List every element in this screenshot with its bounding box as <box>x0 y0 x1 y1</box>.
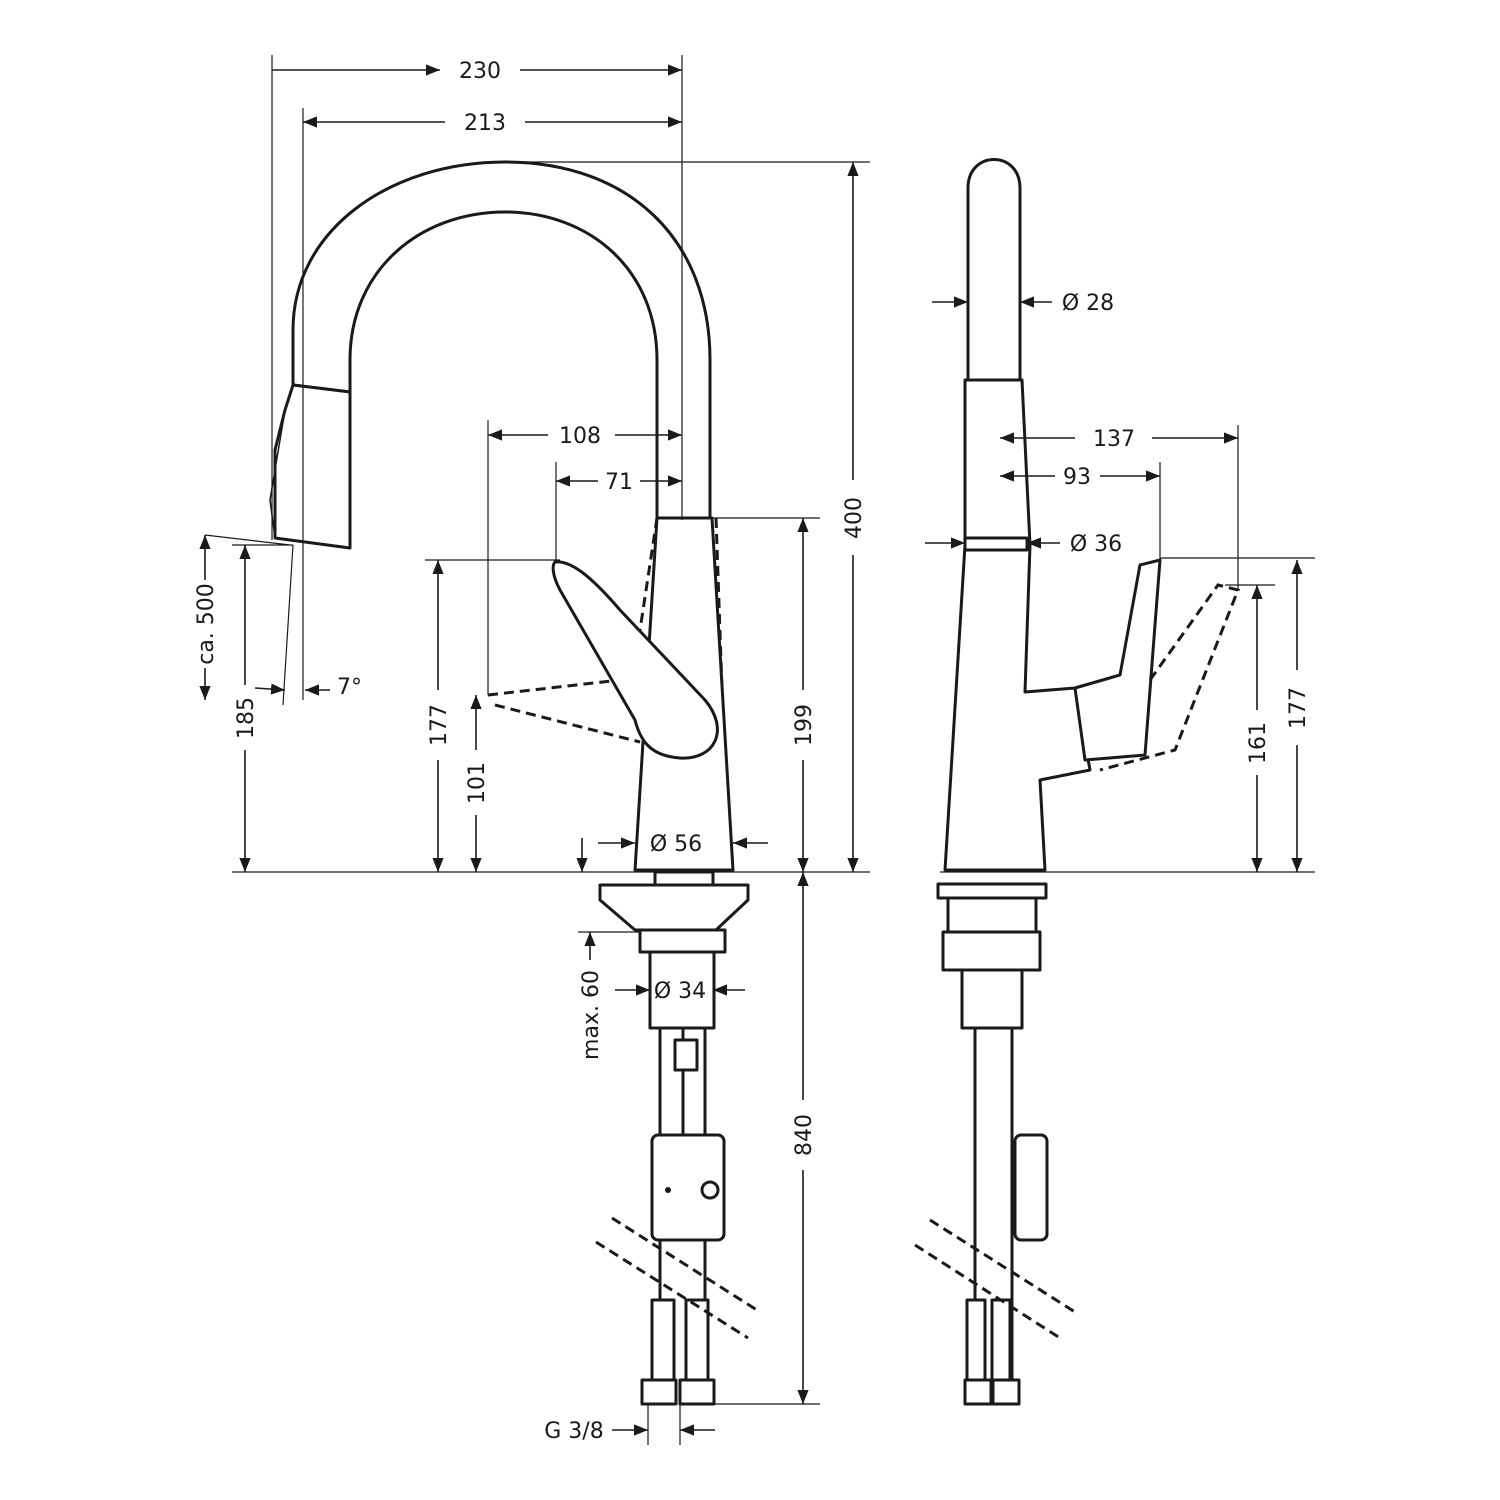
spout <box>291 160 712 522</box>
dim-7-degrees: 7° <box>337 675 362 700</box>
dim-diameter-36: Ø 36 <box>1070 532 1122 557</box>
dim-230: 230 <box>459 59 501 84</box>
dim-185: 185 <box>234 697 259 739</box>
pullout-spray-head <box>273 383 352 550</box>
dim-108: 108 <box>559 424 601 449</box>
side-lever <box>1073 558 1162 762</box>
dimension-lines <box>199 64 1303 1436</box>
base-plate <box>598 883 750 932</box>
front-view <box>269 160 761 1406</box>
control-box <box>650 1133 726 1242</box>
lever-dashed-open <box>487 678 641 744</box>
dim-93: 93 <box>1063 465 1091 490</box>
dim-199: 199 <box>792 704 817 746</box>
dim-177: 177 <box>427 704 452 746</box>
dim-137: 137 <box>1093 427 1135 452</box>
dim-71: 71 <box>605 470 633 495</box>
dim-diameter-34: Ø 34 <box>654 979 706 1004</box>
dim-161: 161 <box>1246 722 1271 764</box>
dim-101: 101 <box>465 762 490 804</box>
dim-840: 840 <box>792 1114 817 1156</box>
dimension-labels: 230 213 400 108 71 199 177 101 185 ca. 5… <box>194 59 1311 1444</box>
dim-diameter-56: Ø 56 <box>650 832 702 857</box>
dim-diameter-28: Ø 28 <box>1062 291 1114 316</box>
side-body <box>943 378 1092 872</box>
connection-nut <box>640 1378 678 1406</box>
side-view <box>914 158 1241 1406</box>
dim-400: 400 <box>842 497 867 539</box>
dim-max-60: max. 60 <box>579 970 604 1060</box>
side-spout <box>966 158 1022 387</box>
extension-lines <box>204 55 1315 1445</box>
dim-213: 213 <box>464 111 506 136</box>
dim-g-3-8: G 3/8 <box>544 1419 603 1444</box>
dim-177-side: 177 <box>1286 687 1311 729</box>
lever <box>551 560 719 760</box>
dim-ca-500: ca. 500 <box>194 583 219 665</box>
